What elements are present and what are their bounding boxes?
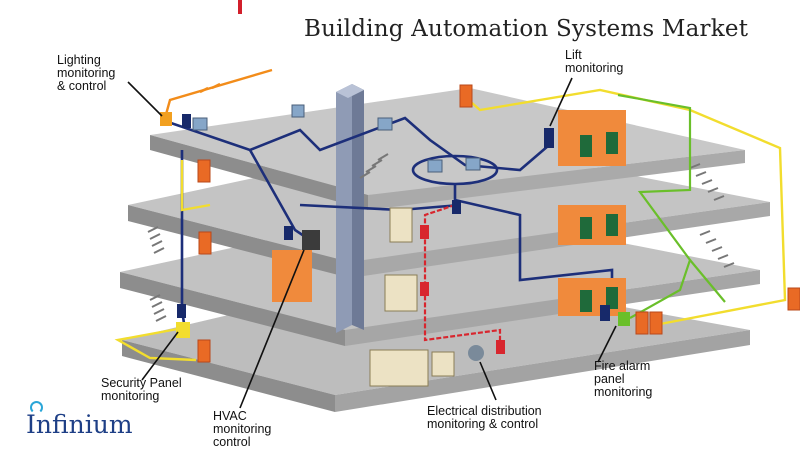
elec-box-3 (496, 340, 505, 354)
floor-3-side (150, 135, 368, 210)
workstation-3 (377, 117, 393, 131)
control-boxes (177, 114, 610, 321)
fire-alarm-panel (618, 312, 630, 326)
workstation-4 (427, 159, 443, 173)
brand-name: Infinium (26, 410, 133, 439)
stairs-right-lower (699, 230, 735, 268)
workstation-1 (192, 117, 208, 131)
electrical-cabinets (369, 207, 455, 387)
floor-1-front (345, 270, 760, 346)
fire-branch (689, 259, 726, 303)
lift-cabinets (558, 110, 626, 316)
workstations (192, 104, 481, 173)
electrical-line (423, 203, 502, 348)
floor-3-front (368, 150, 745, 210)
label-lighting: Lighting monitoring & control (57, 53, 116, 93)
lighting-circuit (163, 68, 273, 119)
network-upper (167, 116, 549, 172)
callout-lift (549, 77, 573, 127)
stairs-center (359, 153, 389, 179)
lift-mid-door-2 (606, 214, 618, 236)
hvac-panel (302, 230, 320, 250)
lift-top-door-1 (580, 135, 592, 157)
network-trunk (453, 184, 614, 312)
box-fire (600, 305, 610, 321)
door-ground-right-1 (635, 311, 649, 335)
callout-electrical (479, 361, 497, 401)
floor-1-side (120, 272, 345, 346)
callout-hvac (239, 249, 305, 409)
callouts (127, 77, 617, 409)
box-hvac (284, 226, 293, 240)
lift-low-door-2 (606, 287, 618, 309)
label-hvac: HVAC monitoring control (213, 410, 272, 449)
fire-line (617, 93, 692, 319)
label-electrical: Electrical distribution monitoring & con… (427, 404, 542, 431)
callout-fire (597, 325, 617, 363)
workstation-5 (465, 157, 481, 171)
label-security: Security Panel monitoring (101, 376, 182, 403)
door-ground-right-2 (649, 311, 663, 335)
box-lighting (182, 114, 191, 128)
box-lift (544, 128, 554, 148)
door-far-right (787, 287, 800, 311)
workstation-2 (291, 104, 305, 118)
lighting-switch (160, 112, 172, 126)
floor-ground-front (335, 330, 750, 412)
cabinet-f1 (384, 274, 418, 312)
door-ground-left (197, 339, 211, 363)
security-line-top (180, 160, 211, 212)
elec-box-2 (420, 282, 429, 296)
electrical-circuit (423, 203, 502, 348)
callout-lighting (127, 81, 163, 117)
security-line-left (114, 326, 197, 362)
diagram-title: Building Automation Systems Market (304, 16, 749, 42)
fire-circuit (617, 93, 726, 319)
stairs-right (689, 163, 735, 268)
stairs-left (147, 153, 389, 322)
box-security (177, 304, 186, 318)
stairs-left-lower (149, 294, 167, 322)
label-lift: Lift monitoring (565, 48, 624, 75)
lift-top-door-2 (606, 132, 618, 154)
floor-ground-top (122, 270, 750, 395)
accent-mark (238, 0, 242, 14)
stairs-left-upper (147, 226, 165, 254)
cabinet-ground-small (431, 351, 455, 377)
stairs-right-upper (689, 163, 725, 201)
electrical-boxes (420, 225, 505, 354)
lift-mid-door-1 (580, 217, 592, 239)
hvac-unit (272, 250, 312, 302)
doors (197, 84, 800, 363)
label-fire: Fire alarm panel monitoring (594, 359, 653, 399)
door-top-right (459, 84, 473, 108)
elec-box-1 (420, 225, 429, 239)
cabinet-ground (369, 349, 429, 387)
floor-3-top (150, 88, 745, 195)
callout-security (141, 331, 179, 381)
door-f1-left (198, 231, 212, 255)
lighting-line (163, 68, 273, 119)
lift-low-door-1 (580, 290, 592, 312)
duct-cap (336, 84, 364, 98)
door-f2-left (197, 159, 211, 183)
brand-logo-icon (30, 401, 43, 414)
security-panel (176, 322, 190, 338)
lighting-fixture (199, 82, 221, 94)
cabinet-f2 (389, 207, 413, 243)
box-network (452, 200, 461, 214)
electrical-meter (468, 345, 484, 361)
